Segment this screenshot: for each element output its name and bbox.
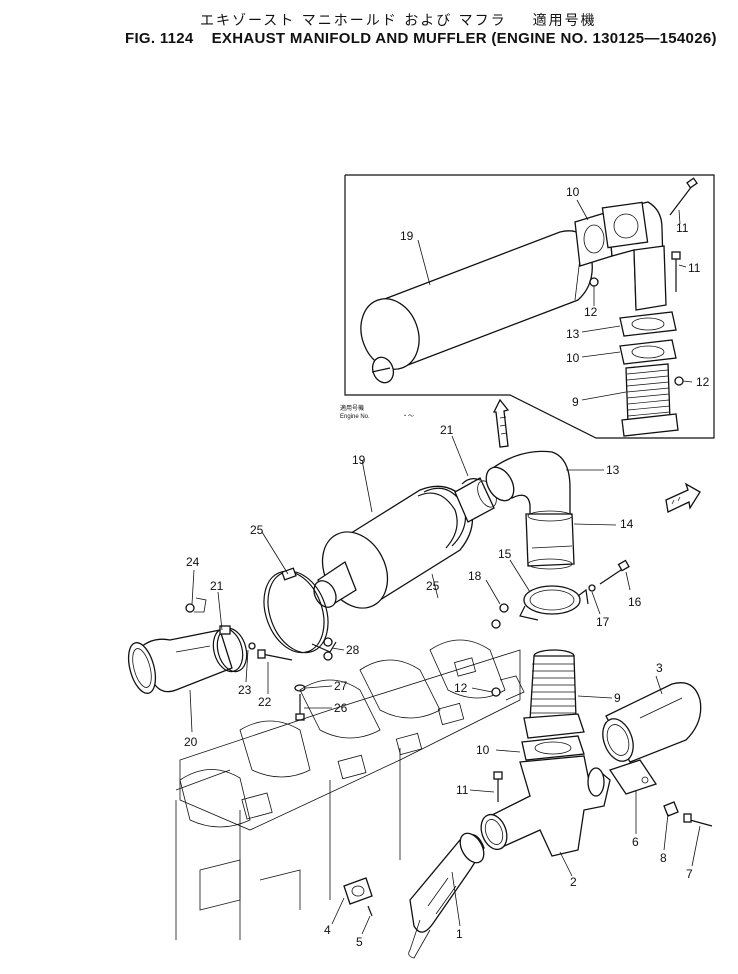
exhaust-manifold <box>480 755 611 857</box>
figure-title: EXHAUST MANIFOLD AND MUFFLER (ENGINE NO.… <box>211 30 717 47</box>
figure-number: FIG. 1124 <box>125 30 194 47</box>
elbow-pipe <box>485 450 575 570</box>
arrow-up-icon <box>492 398 510 448</box>
exhaust-pipe <box>602 682 702 763</box>
callout-24: 24 <box>186 555 200 569</box>
callout-11: 11 <box>456 783 469 797</box>
callout-12: 12 <box>696 375 710 389</box>
callout-25: 25 <box>250 523 264 537</box>
callout-27: 27 <box>334 679 348 693</box>
inset-bellows <box>621 363 679 437</box>
callout-14: 14 <box>620 517 634 531</box>
title-japanese-suffix: 適用号機 <box>532 13 597 29</box>
inset-box: 適用号機 Engine No. ・～ <box>340 174 715 439</box>
callout-5: 5 <box>356 935 363 949</box>
callout-10: 10 <box>566 185 580 199</box>
inset-bolt <box>669 177 698 292</box>
callout-2: 2 <box>570 875 577 889</box>
clamp <box>519 585 589 621</box>
title-japanese-text: エキゾースト マニホールド および マフラ <box>200 13 507 29</box>
tail-pipe <box>127 625 248 694</box>
callout-16: 16 <box>628 595 642 609</box>
engine-block <box>175 639 521 940</box>
lower-bellows <box>521 649 585 761</box>
callout-20: 20 <box>184 735 198 749</box>
callout-11: 11 <box>688 261 701 275</box>
inset-note-line2: Engine No. <box>340 414 370 420</box>
callout-11: 11 <box>676 221 689 235</box>
front-manifold <box>408 832 485 959</box>
callout-26: 26 <box>334 701 348 715</box>
callout-9: 9 <box>572 395 579 409</box>
callout-25: 25 <box>426 579 440 593</box>
callout-4: 4 <box>324 923 331 937</box>
muffler-band <box>263 567 337 654</box>
title-english: FIG. 1124 EXHAUST MANIFOLD AND MUFFLER (E… <box>125 30 717 47</box>
callout-3: 3 <box>656 661 663 675</box>
callout-21: 21 <box>210 579 224 593</box>
callout-6: 6 <box>632 835 639 849</box>
callout-labels: 19 10 11 11 12 13 10 12 9 21 19 13 14 15… <box>184 185 710 949</box>
callout-15: 15 <box>498 547 512 561</box>
main-muffler <box>313 477 497 609</box>
callout-8: 8 <box>660 851 667 865</box>
callout-12: 12 <box>454 681 468 695</box>
callout-12: 12 <box>584 305 598 319</box>
inset-muffler <box>360 230 593 384</box>
arrow-right-icon <box>665 482 701 513</box>
callout-22: 22 <box>258 695 272 709</box>
inset-note-line1: 適用号機 <box>340 404 364 412</box>
callout-1: 1 <box>456 927 463 941</box>
callout-13: 13 <box>606 463 620 477</box>
callout-13: 13 <box>566 327 580 341</box>
callout-19: 19 <box>400 229 414 243</box>
callout-9: 9 <box>614 691 621 705</box>
callout-23: 23 <box>238 683 252 697</box>
title-japanese: エキゾースト マニホールド および マフラ 適用号機 <box>200 10 597 30</box>
callout-19: 19 <box>352 453 366 467</box>
inset-note-suffix: ・～ <box>402 414 414 420</box>
leader-lines <box>189 435 701 935</box>
callout-18: 18 <box>468 569 482 583</box>
callout-10: 10 <box>476 743 490 757</box>
callout-7: 7 <box>686 867 693 881</box>
callout-10: 10 <box>566 351 580 365</box>
callout-28: 28 <box>346 643 360 657</box>
callout-21: 21 <box>440 423 454 437</box>
callout-17: 17 <box>596 615 610 629</box>
